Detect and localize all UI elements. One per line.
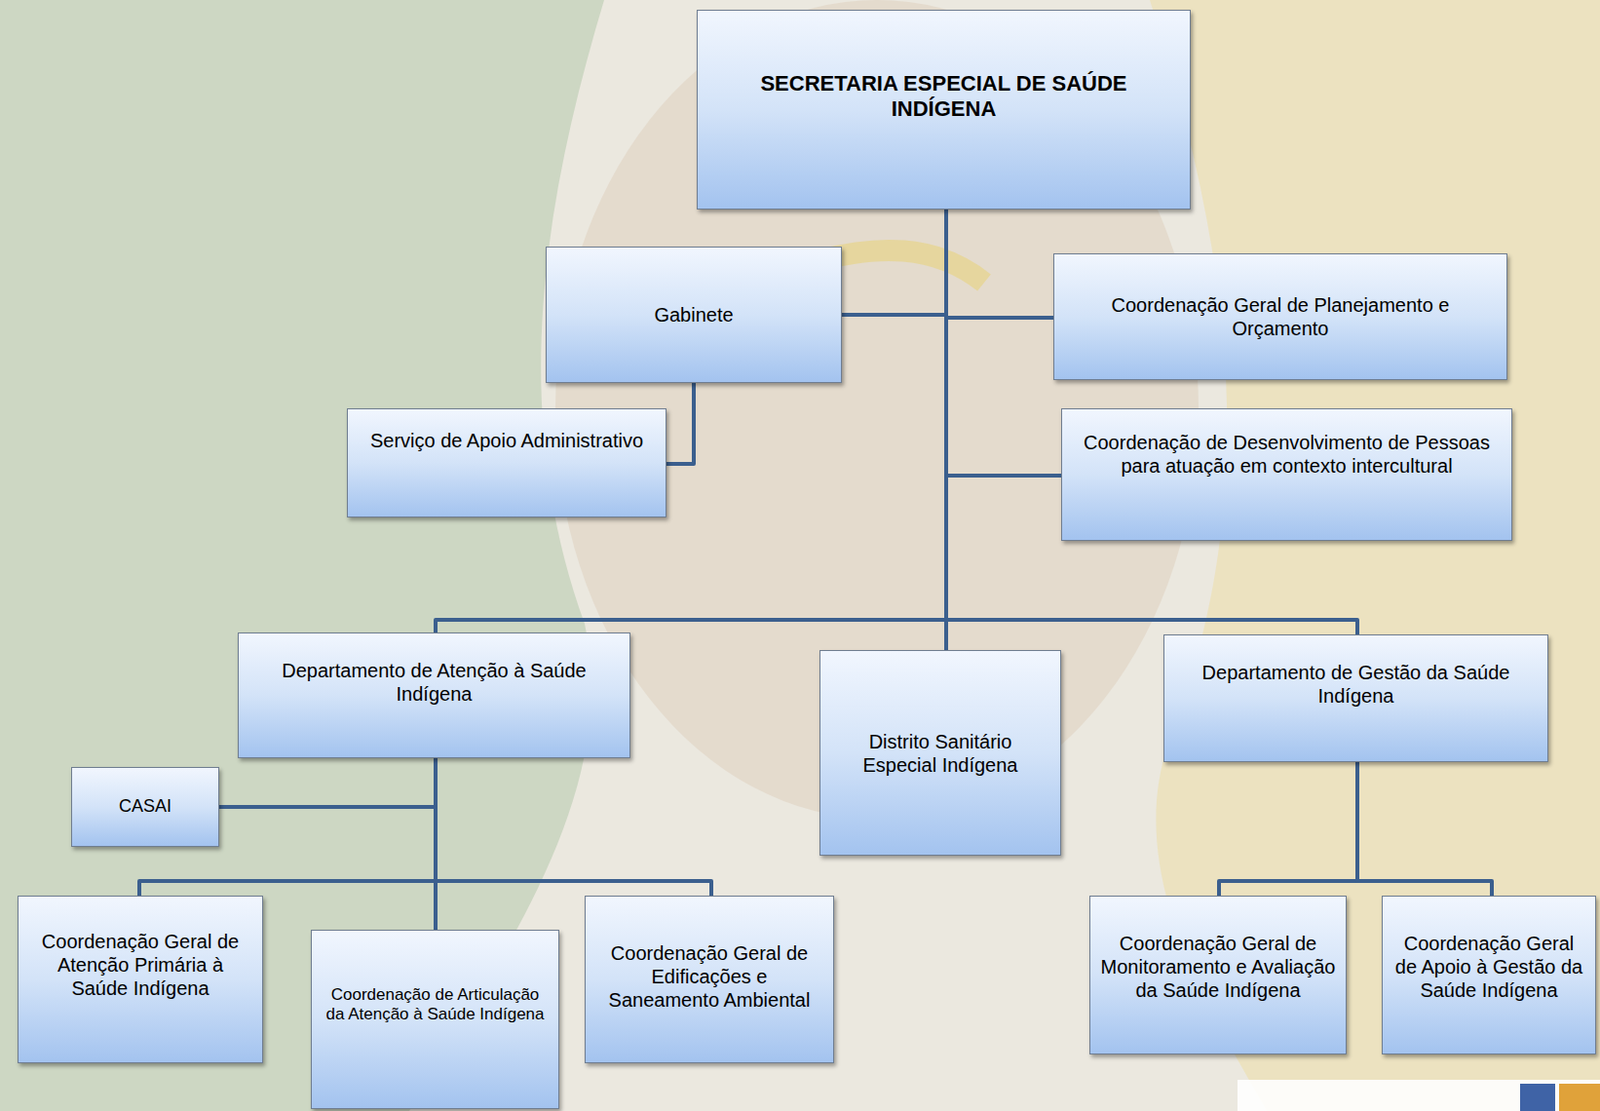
logo-mark: [1520, 1083, 1556, 1111]
box-label: Coordenação Geral de Apoio à Gestão da S…: [1392, 931, 1586, 1002]
box-label: CASAI: [118, 796, 172, 818]
map-region: [0, 0, 605, 1111]
box-label: Coordenação Geral de Atenção Primária à …: [28, 929, 253, 1000]
coordination-box: Coordenação Geral de Monitoramento e Ava…: [1089, 895, 1347, 1055]
coordination-box: Coordenação Geral de Atenção Primária à …: [17, 895, 264, 1064]
title-box: SECRETARIA ESPECIAL DE SAÚDE INDÍGENA: [696, 9, 1191, 210]
unit-box: Serviço de Apoio Administrativo: [346, 408, 667, 518]
connector-line: [666, 382, 694, 464]
connector-line: [219, 758, 436, 807]
connector-line: [1357, 761, 1492, 896]
unit-box: Gabinete: [545, 246, 842, 383]
box-label: Departamento de Gestão da Saúde Indígena: [1174, 660, 1538, 708]
box-label: Departamento de Atenção à Saúde Indígena: [248, 658, 620, 706]
unit-box: CASAI: [71, 766, 220, 847]
box-label: Serviço de Apoio Administrativo: [370, 428, 644, 453]
connector-line: [435, 758, 712, 896]
box-label: Distrito Sanitário Especial Indígena: [830, 729, 1051, 777]
unit-box: Coordenação de Desenvolvimento de Pessoa…: [1061, 408, 1513, 541]
title-text: SECRETARIA ESPECIAL DE SAÚDE INDÍGENA: [707, 71, 1181, 123]
department-box: Departamento de Gestão da Saúde Indígena: [1163, 634, 1549, 762]
coordination-box: Coordenação de Articulação da Atenção à …: [310, 929, 560, 1109]
logo-panel: [1237, 1079, 1600, 1111]
box-label: Coordenação Geral de Edificações e Sanea…: [595, 941, 824, 1012]
logo-mark: [1559, 1083, 1600, 1111]
box-label: Coordenação de Desenvolvimento de Pessoa…: [1071, 430, 1502, 478]
box-label: Coordenação Geral de Planejamento e Orça…: [1064, 293, 1497, 341]
unit-box: Coordenação Geral de Planejamento e Orça…: [1053, 253, 1508, 381]
box-label: Coordenação de Articulação da Atenção à …: [321, 985, 549, 1026]
connector-line: [946, 209, 1062, 476]
box-label: Gabinete: [653, 303, 733, 327]
district-box: Distrito Sanitário Especial Indígena: [819, 649, 1062, 856]
box-label: Coordenação Geral de Monitoramento e Ava…: [1100, 931, 1336, 1002]
connector-line: [1219, 761, 1358, 896]
coordination-box: Coordenação Geral de Apoio à Gestão da S…: [1381, 895, 1597, 1055]
connector-line: [946, 209, 1054, 318]
coordination-box: Coordenação Geral de Edificações e Sanea…: [584, 895, 835, 1064]
department-box: Departamento de Atenção à Saúde Indígena: [237, 632, 631, 759]
connector-line: [841, 209, 947, 315]
